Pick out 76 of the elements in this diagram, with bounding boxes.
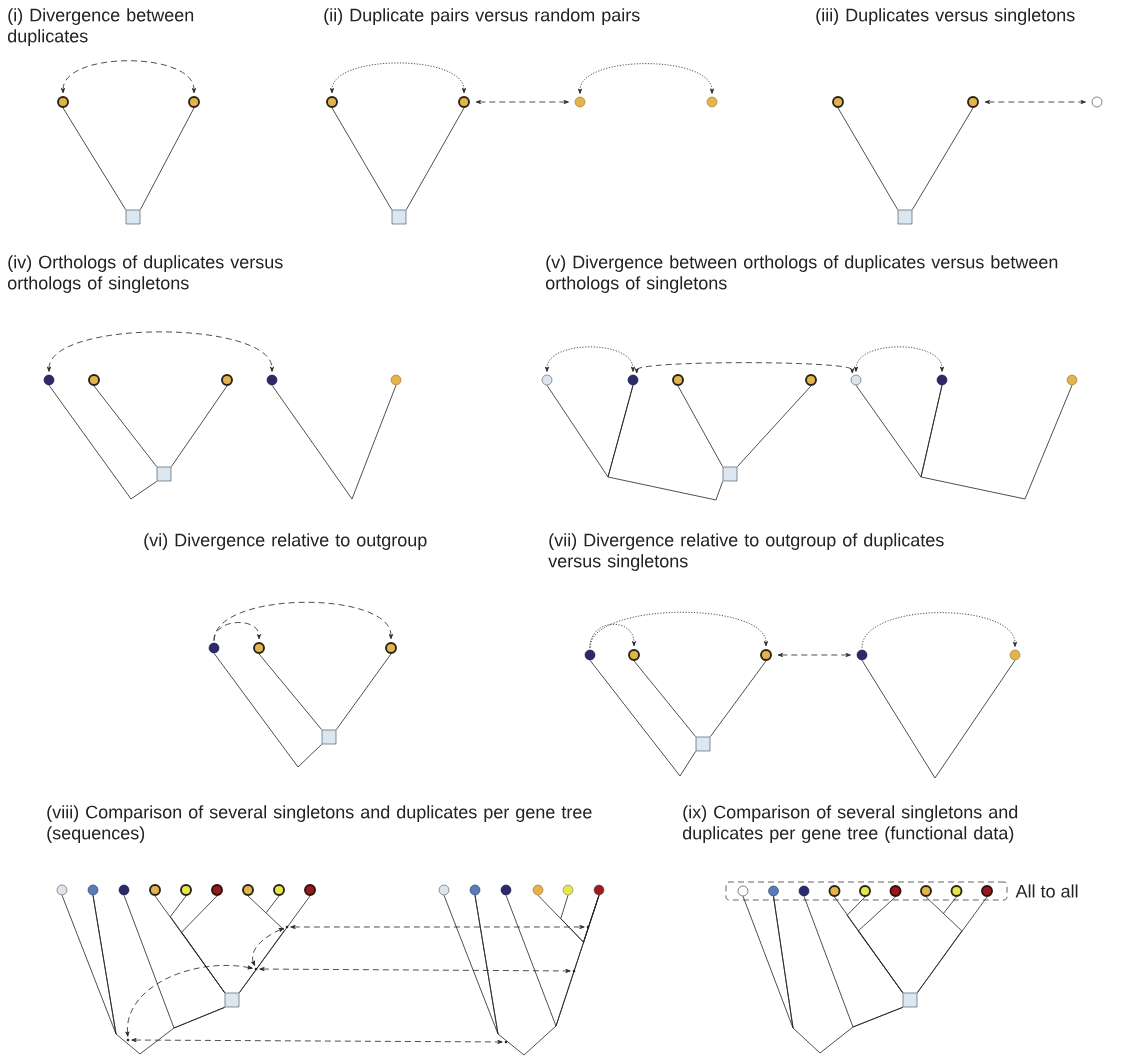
branch-point (126, 1038, 130, 1042)
node-label: All to all (1015, 884, 1078, 898)
duplication-square (695, 736, 711, 752)
arrow (634, 362, 855, 374)
branch-line (803, 895, 904, 1028)
duplication-square (902, 992, 918, 1008)
branch-line (911, 107, 974, 211)
dashed-group-box: All to all (725, 881, 1078, 901)
arrow (854, 346, 944, 372)
arrow (589, 623, 636, 649)
duplication-square (897, 209, 913, 225)
branch-point (285, 925, 289, 929)
branch-line (633, 660, 697, 738)
arrow (984, 100, 1086, 104)
branch-line (857, 896, 904, 994)
branch-line (271, 384, 397, 500)
branch-line (443, 894, 499, 1035)
arrow (589, 611, 768, 649)
branch-line (837, 107, 899, 211)
panel-title: (i) Divergence between duplicates (7, 8, 194, 46)
arrow (578, 63, 714, 94)
panel-title: (ii) Duplicate pairs versus random pairs (324, 8, 640, 25)
panel-title: (vii) Divergence relative to outgroup of duplicates versus singletons (548, 533, 944, 571)
branch-line (181, 895, 226, 994)
branch-line (607, 384, 724, 501)
panel-title: (ix) Comparison of several singletons and duplicates per gene tree (functional data) (682, 805, 1018, 843)
duplication-square (125, 209, 141, 225)
arrow (47, 331, 274, 372)
branch-line (560, 894, 600, 943)
arrow (861, 612, 1017, 649)
arrow (251, 927, 284, 966)
branch-line (589, 659, 697, 777)
arrow (131, 1038, 503, 1044)
branch-point (586, 925, 590, 929)
branch-line (238, 895, 311, 994)
branch-line (123, 894, 226, 1029)
duplication-square (321, 729, 337, 745)
branch-line (331, 107, 393, 211)
branch-line (335, 653, 392, 731)
duplication-square (156, 466, 172, 482)
duplication-square (224, 992, 240, 1008)
branch-line (61, 894, 117, 1035)
branch-line (677, 385, 724, 468)
branch-line (916, 896, 988, 994)
panel-title: (iii) Duplicates versus singletons (816, 8, 1075, 25)
arrow (259, 967, 571, 973)
branch-line (736, 385, 812, 468)
branch-line (62, 107, 127, 211)
branch-line (48, 384, 158, 500)
arrow (290, 925, 585, 929)
branch-line (709, 660, 767, 738)
panel-title: (viii) Comparison of several singletons and duplicates per gene tree (sequences) (47, 805, 592, 843)
panel-title: (v) Divergence between orthologs of duplicates versus between orthologs of singletons (545, 255, 1058, 293)
branch-line (139, 107, 195, 211)
arrow (330, 62, 466, 94)
duplication-square (391, 209, 407, 225)
arrow (213, 622, 261, 642)
arrow (61, 60, 196, 94)
branch-line (213, 652, 323, 768)
branch-line (920, 384, 1073, 500)
branch-line (861, 659, 1016, 779)
arrow (545, 346, 635, 372)
arrow (475, 100, 569, 104)
branch-point (254, 967, 258, 971)
duplication-square (722, 466, 738, 482)
panel-title: (vi) Divergence relative to outgroup (144, 533, 427, 550)
branch-line (258, 653, 323, 731)
branch-line (93, 385, 158, 468)
arrow (777, 653, 851, 657)
panel-title: (iv) Orthologs of duplicates versus orthologs of singletons (7, 255, 283, 293)
arrow (213, 601, 393, 642)
branch-line (405, 107, 465, 211)
branch-line (170, 385, 228, 468)
branch-point (504, 1040, 508, 1044)
branch-point (572, 969, 576, 973)
arrow (125, 965, 253, 1037)
